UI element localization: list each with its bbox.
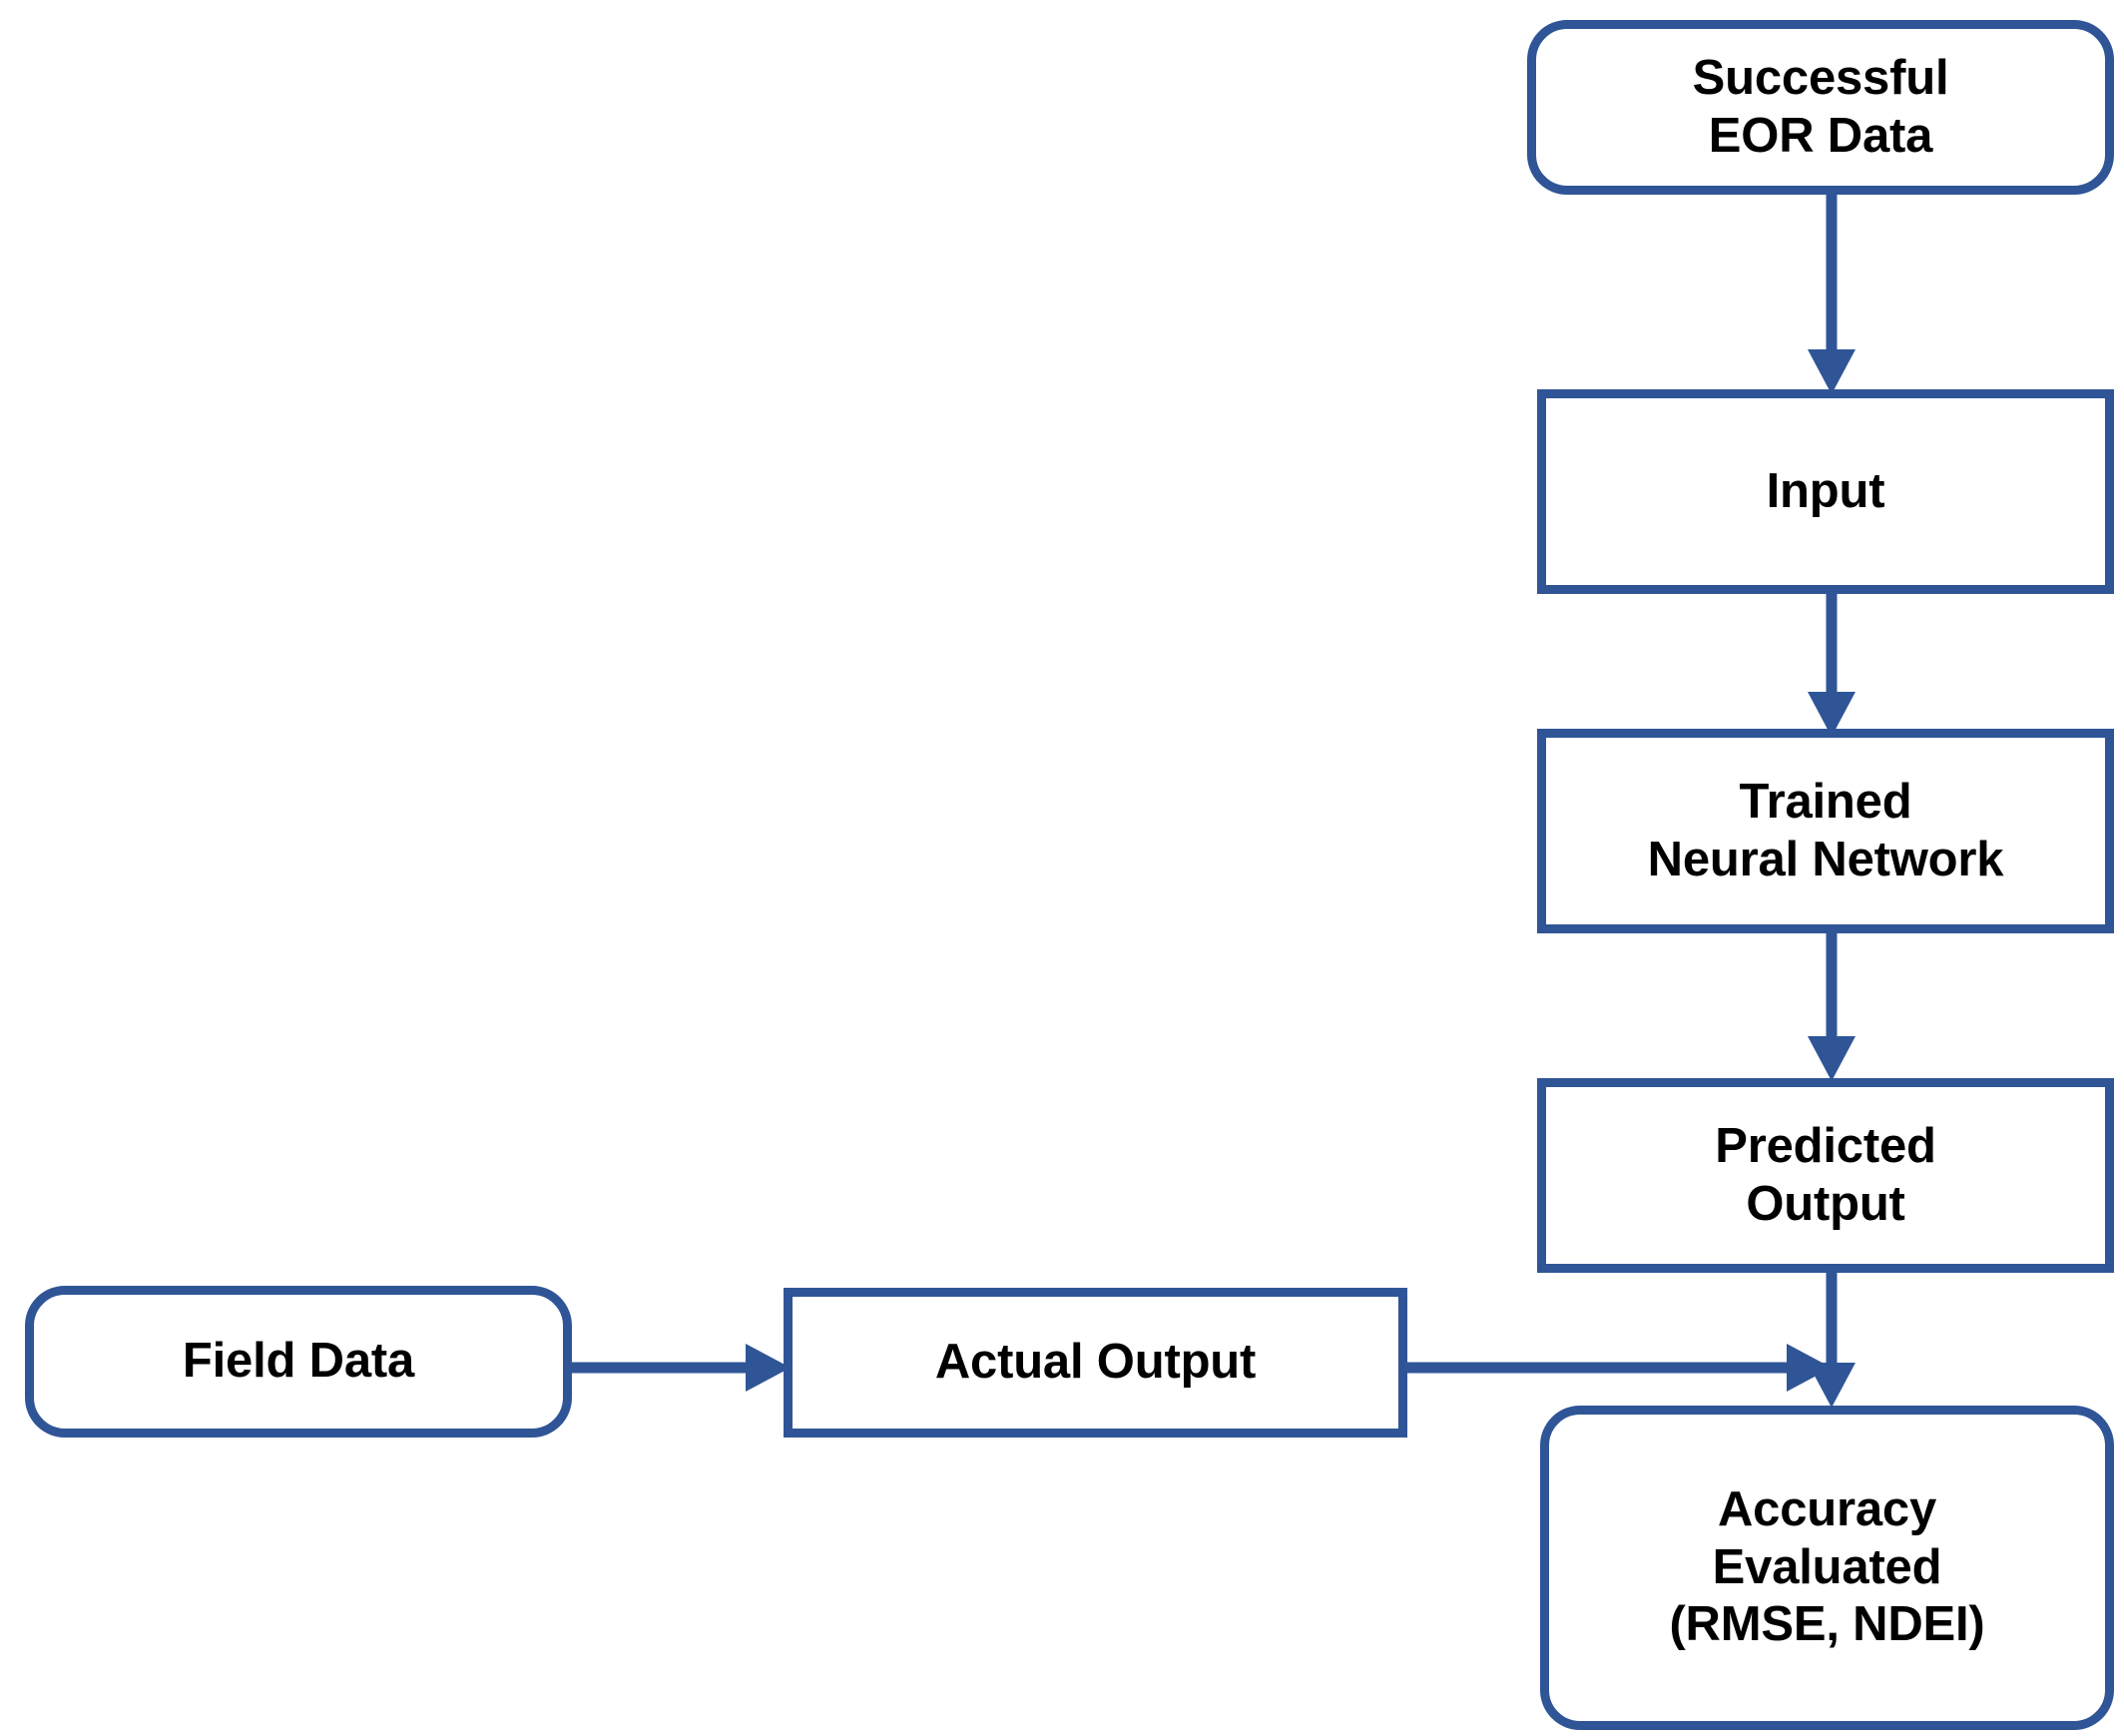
node-successful-eor-data[interactable]: Successful EOR Data xyxy=(1527,20,2114,195)
node-line: Field Data xyxy=(182,1334,415,1389)
edge-input-to-trained-neural-network xyxy=(1792,584,1871,744)
node-predicted-output[interactable]: Predicted Output xyxy=(1537,1078,2114,1273)
node-successful-eor-data-label: Successful EOR Data xyxy=(1536,50,2105,166)
node-trained-neural-network[interactable]: Trained Neural Network xyxy=(1537,729,2114,933)
node-line: Input xyxy=(1766,463,1885,518)
node-line: (RMSE, NDEI) xyxy=(1669,1597,1985,1652)
edge-eor-to-input xyxy=(1792,190,1871,399)
node-input-label: Input xyxy=(1546,463,2105,521)
node-line: Actual Output xyxy=(934,1335,1257,1390)
node-accuracy-evaluated[interactable]: Accuracy Evaluated (RMSE, NDEI) xyxy=(1540,1406,2114,1730)
edge-trained-neural-network-to-predicted-output xyxy=(1792,923,1871,1088)
node-line: Predicted xyxy=(1715,1118,1936,1173)
node-trained-neural-network-label: Trained Neural Network xyxy=(1546,774,2105,889)
node-line: Successful xyxy=(1692,50,1949,105)
edge-actual-output-to-accuracy-evaluated xyxy=(1397,1328,1857,1408)
node-actual-output-label: Actual Output xyxy=(793,1334,1398,1392)
node-accuracy-evaluated-label: Accuracy Evaluated (RMSE, NDEI) xyxy=(1549,1481,2105,1654)
node-line: Output xyxy=(1746,1176,1905,1231)
edge-field-data-to-actual-output xyxy=(559,1328,798,1408)
node-line: Evaluated xyxy=(1712,1539,1942,1594)
node-line: Accuracy xyxy=(1717,1481,1937,1536)
node-actual-output[interactable]: Actual Output xyxy=(784,1288,1407,1438)
node-predicted-output-label: Predicted Output xyxy=(1546,1118,2105,1234)
node-line: Neural Network xyxy=(1647,832,2004,886)
node-field-data-label: Field Data xyxy=(34,1333,563,1391)
node-field-data[interactable]: Field Data xyxy=(25,1286,572,1438)
node-line: Trained xyxy=(1739,774,1912,829)
node-input[interactable]: Input xyxy=(1537,389,2114,594)
node-line: EOR Data xyxy=(1708,108,1933,163)
